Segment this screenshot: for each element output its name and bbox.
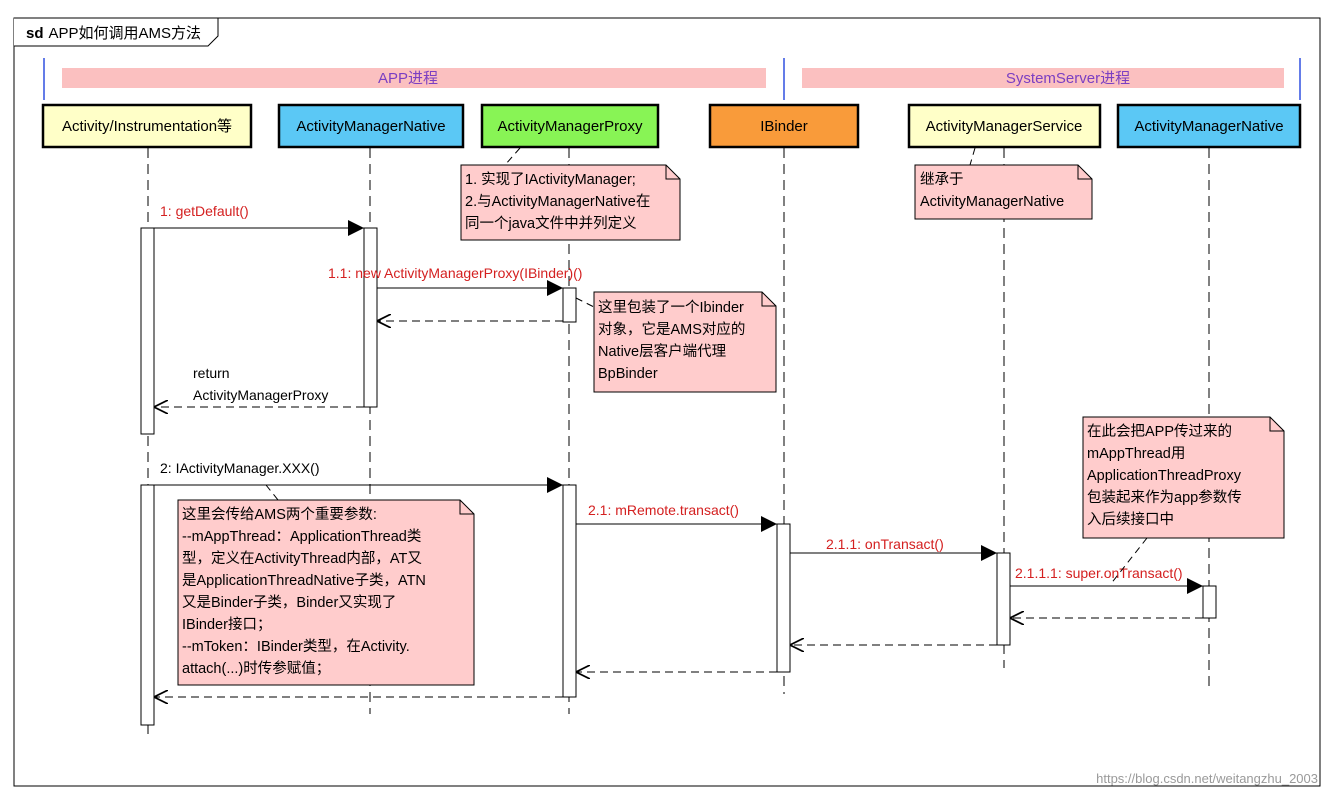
svg-text:继承于 ActivityManagerNativ: 继承于 ActivityManagerNative [920,171,1064,210]
message-label-ontransact: 2.1.1: onTransact() [826,536,944,552]
note-connector-params [265,484,279,501]
lifeline-head-amn: ActivityManagerNative [277,103,465,149]
activation-bars [140,227,1217,726]
svg-text:ActivityManagerProxy: ActivityManagerProxy [497,118,643,135]
activation-amn-1 [363,227,378,408]
note-ams-params: 这里会传给AMS两个重要参数: --mAppThread：Application… [177,499,475,686]
svg-text:这里会传给AMS两个重要参数: --mAppTh: 这里会传给AMS两个重要参数: --mAppThread：Application… [182,506,430,677]
note-amp: 1. 实现了IActivityManager; 2.与ActivityManag… [460,164,681,241]
note-ams: 继承于 ActivityManagerNative [914,164,1093,220]
message-label-transact: 2.1: mRemote.transact() [588,502,739,518]
activation-amn2 [1202,585,1217,619]
message-label-iactivitymanager-xxx: 2: IActivityManager.XXX() [160,460,320,476]
note-app-param: 在此会把APP传过来的 mAppThread用 ApplicationThrea… [1082,416,1285,539]
lifeline-head-activity: Activity/Instrumentation等 [41,103,253,149]
lifeline-head-amp: ActivityManagerProxy [480,103,660,149]
svg-text:Activity/Instrumentation等: Activity/Instrumentation等 [62,117,232,135]
watermark: https://blog.csdn.net/weitangzhu_2003 [1096,771,1318,786]
message-label-new-amp: 1.1: new ActivityManagerProxy(IBinder)() [328,265,582,281]
svg-text:ActivityManagerService: ActivityManagerService [926,118,1083,135]
svg-text:1. 实现了IActivityManager;: 1. 实现了IActivityManager; 2.与ActivityManag… [465,171,654,232]
activation-activity-2 [140,484,155,726]
note-connector-app-param [1109,537,1148,586]
svg-text:在此会把APP传过来的 mAppThread用: 在此会把APP传过来的 mAppThread用 ApplicationThrea… [1087,423,1246,528]
activation-amp-1 [562,287,577,323]
activation-ibinder [776,523,791,673]
partition-bar-app [62,68,766,88]
note-connectors [265,147,1148,586]
svg-text:这里包装了一个Ibinder 对象，它是AMS对: 这里包装了一个Ibinder 对象，它是AMS对应的 Native层客户端代理 … [598,299,749,382]
lifeline-head-ibinder: IBinder [708,103,860,149]
svg-text:ActivityManagerNative: ActivityManagerNative [296,118,445,135]
activation-ams [996,552,1011,646]
partition-label-app: APP进程 [378,70,438,87]
svg-text:IBinder: IBinder [760,118,808,135]
return-arrows [154,321,1203,697]
note-ibinder-wrap: 这里包装了一个Ibinder 对象，它是AMS对应的 Native层客户端代理 … [593,291,777,393]
lifeline-head-ams: ActivityManagerService [907,103,1102,149]
return-label-amp: return ActivityManagerProxy [193,365,328,403]
lifeline-head-amn2: ActivityManagerNative [1116,103,1302,149]
message-label-super-ontransact: 2.1.1.1: super.onTransact() [1015,565,1183,581]
partition-bar-systemserver [802,68,1284,88]
message-arrows [154,220,1203,594]
message-label-getdefault: 1: getDefault() [160,203,249,219]
activation-amp-2 [562,484,577,698]
activation-activity-1 [140,227,155,435]
svg-text:ActivityManagerNative: ActivityManagerNative [1134,118,1283,135]
frame-tab [14,17,219,47]
partition-label-systemserver: SystemServer进程 [1006,70,1130,87]
note-connector-ibinder [575,297,595,308]
note-connector-ams [969,147,976,166]
note-connector-amp [504,147,521,166]
